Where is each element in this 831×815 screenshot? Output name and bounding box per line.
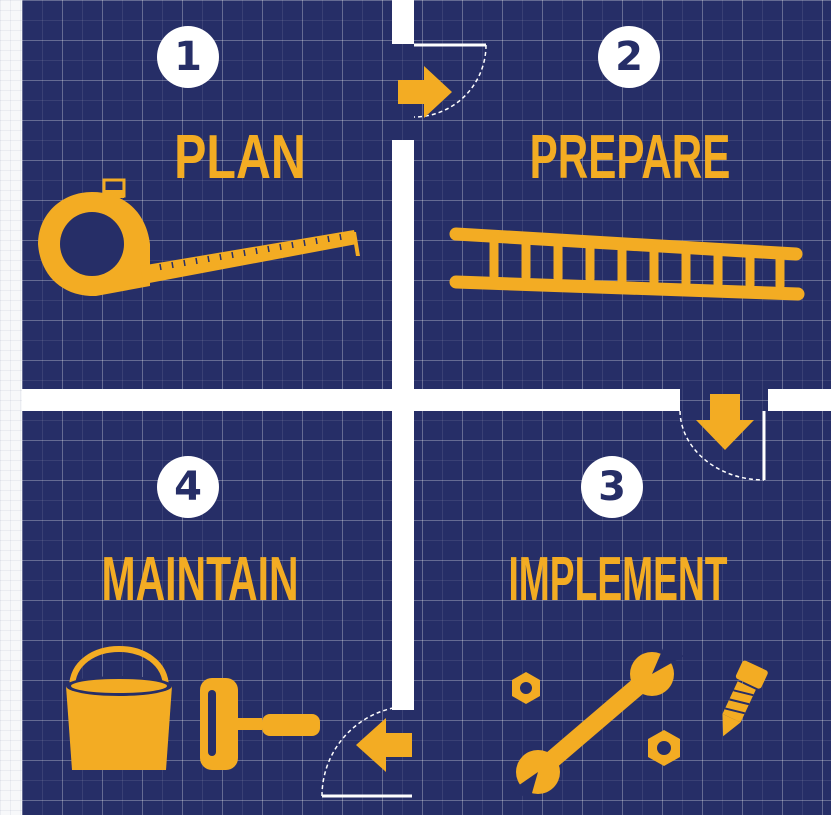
arrow-left-icon xyxy=(356,718,412,772)
step-3-label: IMPLEMENT xyxy=(508,545,728,614)
step-4-badge: 4 xyxy=(157,456,219,518)
wall-horizontal-far-right xyxy=(768,389,831,411)
step-3-badge: 3 xyxy=(581,456,643,518)
door-swing-3 xyxy=(321,705,413,798)
wall-horizontal-left xyxy=(22,389,414,411)
wall-horizontal-right xyxy=(414,389,680,411)
paint-bucket-roller-icon xyxy=(66,646,320,770)
step-1-badge: 1 xyxy=(157,26,219,88)
wall-vertical-top xyxy=(392,0,414,44)
step-2-label: PREPARE xyxy=(529,123,731,192)
arrow-right-icon xyxy=(398,66,452,118)
step-2-badge: 2 xyxy=(598,26,660,88)
step-4-label: MAINTAIN xyxy=(101,545,299,614)
arrow-down-icon xyxy=(696,394,754,450)
ladder-icon xyxy=(449,227,805,301)
wall-vertical-middle xyxy=(392,140,414,710)
step-1-label: PLAN xyxy=(174,123,306,192)
tape-measure-icon xyxy=(38,178,360,296)
left-margin-strip xyxy=(0,0,22,815)
wrench-nuts-bolt-icon xyxy=(512,646,768,800)
door-swing-2 xyxy=(679,410,766,481)
door-swing-1 xyxy=(413,43,487,118)
